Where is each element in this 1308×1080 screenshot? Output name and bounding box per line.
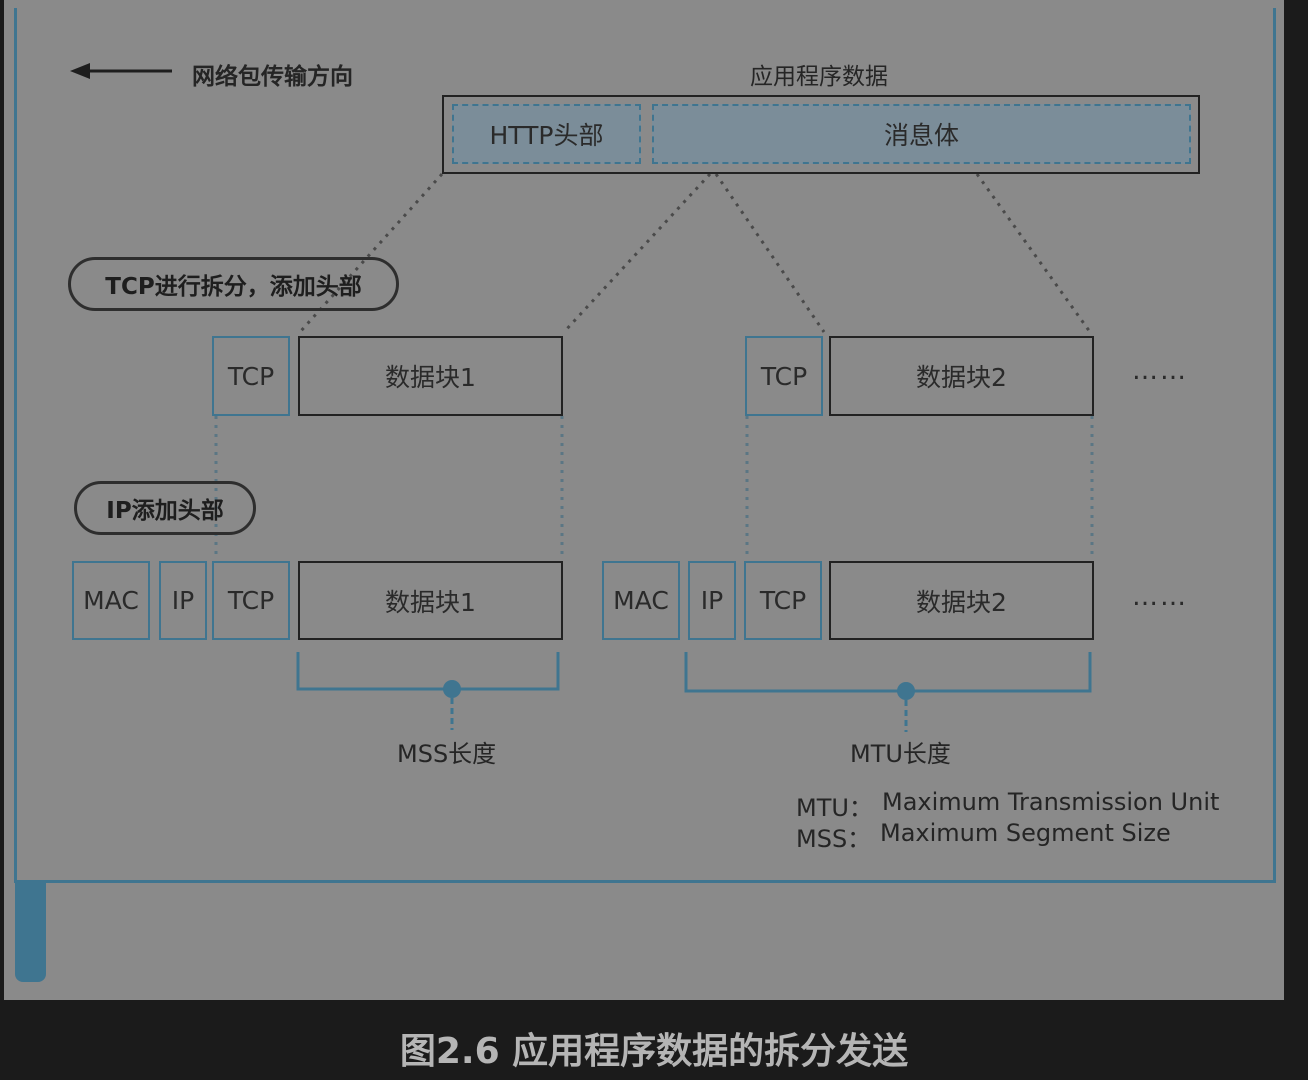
mtu-length-label: MTU长度 (850, 740, 951, 768)
split-line-mid-left (562, 172, 712, 334)
tcp-step-label: TCP进行拆分，添加头部 (68, 257, 399, 311)
figure-caption: 图2.6 应用程序数据的拆分发送 (399, 1031, 909, 1072)
ip-step-label: IP添加头部 (74, 481, 256, 535)
legend-mss-key: MSS： (796, 825, 872, 853)
tcp-row-ellipsis: …… (1132, 356, 1188, 386)
mac-header-1: MAC (72, 561, 150, 640)
mtu-bracket-dot (897, 682, 915, 700)
http-header-box: HTTP头部 (452, 104, 641, 164)
legend-mss-value: Maximum Segment Size (880, 819, 1171, 847)
app-data-title: 应用程序数据 (750, 64, 888, 90)
data-block-1: 数据块1 (298, 336, 563, 416)
ip-row-ellipsis: …… (1132, 582, 1188, 612)
mss-bracket-dot (443, 680, 461, 698)
split-line-right (975, 173, 1092, 333)
mac-header-2: MAC (602, 561, 680, 640)
mss-length-label: MSS长度 (397, 740, 497, 768)
data-block-4: 数据块2 (829, 561, 1094, 640)
tcp-header-1: TCP (212, 336, 290, 416)
legend-mtu-key: MTU： (796, 794, 873, 822)
data-block-2: 数据块2 (829, 336, 1094, 416)
legend-mtu-value: Maximum Transmission Unit (882, 788, 1220, 816)
tcp-header-2: TCP (745, 336, 823, 416)
tcp-header-4: TCP (744, 561, 822, 640)
ip-header-2: IP (688, 561, 736, 640)
message-body-box: 消息体 (652, 104, 1191, 164)
data-block-3: 数据块1 (298, 561, 563, 640)
mtu-bracket (684, 652, 1092, 693)
direction-arrow-head (70, 63, 90, 79)
figure-frame (14, 8, 1276, 883)
direction-label: 网络包传输方向 (192, 64, 353, 90)
diagram-figure: 网络包传输方向 应用程序数据 HTTP头部 消息体 TCP进行拆分，添加头部 T… (4, 0, 1284, 1000)
tcp-header-3: TCP (212, 561, 290, 640)
split-line-mid-right (714, 173, 826, 333)
connector-lines (70, 63, 1094, 732)
ip-header-1: IP (159, 561, 207, 640)
mss-bracket (296, 652, 560, 691)
frame-tab (15, 882, 46, 982)
